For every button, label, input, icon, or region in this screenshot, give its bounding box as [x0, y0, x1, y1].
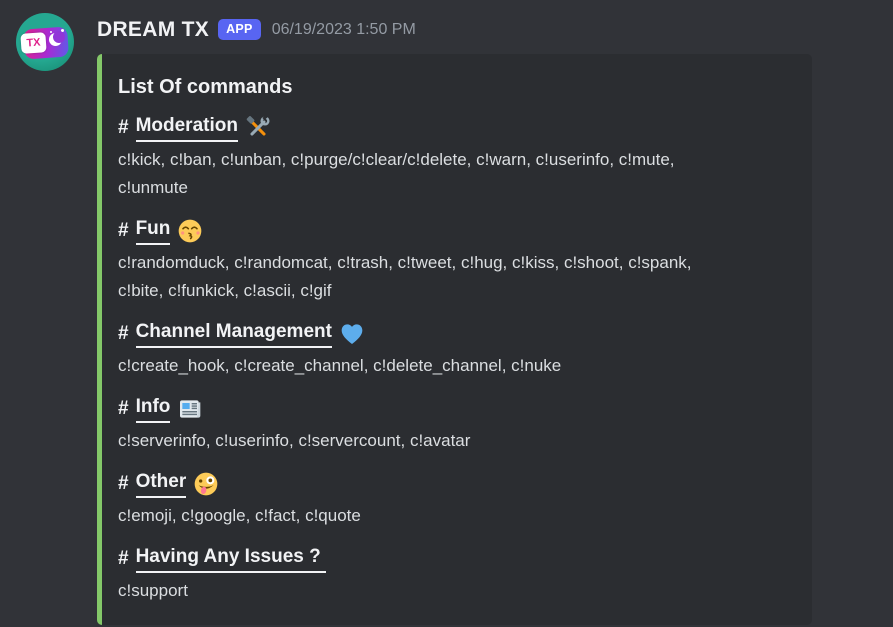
field-name: # Other: [118, 469, 796, 498]
bot-avatar[interactable]: TX: [16, 13, 74, 71]
hammer-and-wrench-emoji: [246, 115, 270, 136]
field-name-text: Info: [135, 394, 171, 423]
field-other: # Other c!emoji, c!google, c!fact, c!quot…: [118, 469, 796, 530]
field-value: c!support: [118, 581, 188, 600]
hash-prefix: #: [118, 116, 129, 138]
field-value: c!kick, c!ban, c!unban, c!purge/c!clear/…: [118, 150, 675, 197]
field-name-text: Having Any Issues ?: [135, 544, 326, 573]
app-badge: APP: [218, 19, 261, 40]
hash-prefix: #: [118, 547, 129, 569]
message-header: DREAM TX APP 06/19/2023 1:50 PM: [97, 13, 812, 46]
field-name: # Moderation: [118, 113, 796, 142]
message-timestamp: 06/19/2023 1:50 PM: [271, 20, 416, 38]
kissing-face-emoji: [179, 219, 202, 242]
blue-heart-emoji: [341, 323, 363, 344]
field-value: c!randomduck, c!randomcat, c!trash, c!tw…: [118, 253, 692, 300]
embed-title: List Of commands: [118, 76, 293, 98]
field-channel-management: # Channel Management c!create_hook, c!cre…: [118, 319, 796, 380]
field-name: # Info: [118, 394, 796, 423]
field-name: # Channel Management: [118, 319, 796, 348]
commands-embed: List Of commands # Moderation c!kick, c!b…: [97, 54, 812, 625]
field-info: # Info c!serverinfo, c!userinfo, c!server…: [118, 394, 796, 455]
field-name-text: Channel Management: [135, 319, 332, 348]
hash-prefix: #: [118, 322, 129, 344]
field-name-text: Moderation: [135, 113, 238, 142]
author-name[interactable]: DREAM TX: [97, 17, 210, 41]
field-moderation: # Moderation c!kick, c!ban, c!unban, c!pu…: [118, 113, 796, 202]
field-fun: # Fun c!randomduck, c!randomcat, c!trash,…: [118, 216, 796, 305]
hash-prefix: #: [118, 397, 129, 419]
field-name: # Fun: [118, 216, 796, 245]
field-name-text: Fun: [135, 216, 171, 245]
zany-face-emoji: [194, 472, 218, 495]
hash-prefix: #: [118, 472, 129, 494]
newspaper-emoji: [180, 399, 201, 418]
field-value: c!serverinfo, c!userinfo, c!servercount,…: [118, 431, 471, 450]
field-name-text: Other: [135, 469, 187, 498]
field-value: c!emoji, c!google, c!fact, c!quote: [118, 506, 361, 525]
star-icon: [61, 29, 64, 32]
field-name: # Having Any Issues ?: [118, 544, 796, 573]
message-content: DREAM TX APP 06/19/2023 1:50 PM List Of …: [97, 13, 812, 625]
star-icon: [50, 31, 52, 33]
hash-prefix: #: [118, 219, 129, 241]
moon-icon: [49, 31, 65, 46]
field-having-any-issues: # Having Any Issues ? c!support: [118, 544, 796, 605]
field-value: c!create_hook, c!create_channel, c!delet…: [118, 356, 562, 375]
avatar-tx-logo: TX: [20, 32, 47, 54]
